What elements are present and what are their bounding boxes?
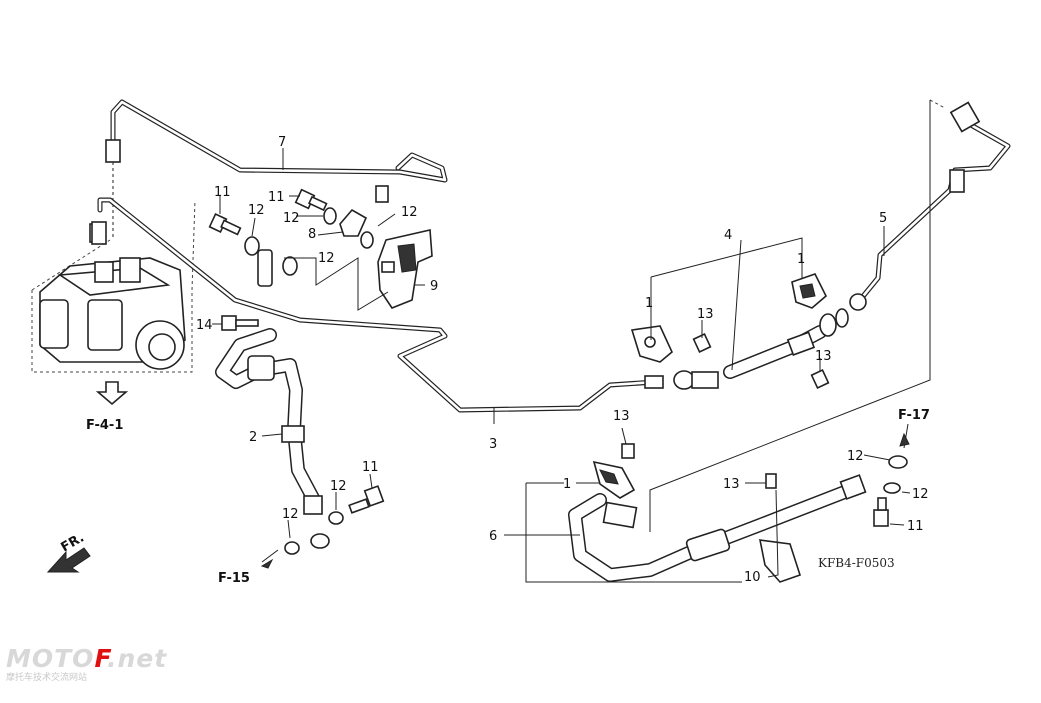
ref-f-4-1: F-4-1 — [86, 418, 123, 433]
arrow-up-icon — [899, 432, 910, 447]
part-labels: 7 11 11 12 12 8 12 12 9 14 2 3 12 12 11 … — [196, 135, 929, 585]
label-13a: 13 — [697, 307, 714, 322]
label-12c: 12 — [401, 205, 418, 220]
clamp-1b — [791, 273, 827, 309]
label-1c: 1 — [563, 477, 571, 492]
pipe-7 — [105, 99, 448, 240]
brand-highlight: F — [94, 644, 107, 673]
label-11a: 11 — [214, 185, 231, 200]
hose-4 — [673, 293, 867, 390]
label-12g: 12 — [847, 449, 864, 464]
label-12h: 12 — [912, 487, 929, 502]
arrow-down-icon — [95, 381, 129, 406]
abs-modulator — [31, 199, 196, 373]
label-2: 2 — [249, 430, 257, 445]
hardware — [208, 185, 908, 555]
label-11c: 11 — [362, 460, 379, 475]
brand-prefix: MOTO — [6, 644, 95, 673]
label-7: 7 — [278, 135, 286, 150]
label-4: 4 — [724, 228, 732, 243]
master-cylinder-9 — [377, 229, 433, 309]
label-11d: 11 — [907, 519, 924, 534]
pipe-3 — [91, 197, 664, 413]
watermark-brand: MOTOF.net — [6, 646, 176, 672]
brand-suffix: .net — [107, 644, 168, 673]
label-12f: 12 — [330, 479, 347, 494]
diagram-code: KFB4-F0503 — [818, 556, 895, 570]
watermark-logo: MOTOF.net 摩托车技术交流网站 — [6, 646, 176, 684]
label-13c: 13 — [613, 409, 630, 424]
clamp-1a — [630, 325, 673, 363]
label-13d: 13 — [723, 477, 740, 492]
leader-lines — [212, 100, 931, 583]
label-9: 9 — [430, 279, 438, 294]
label-12e: 12 — [282, 507, 299, 522]
label-3: 3 — [489, 437, 497, 452]
label-14: 14 — [196, 318, 213, 333]
hose-6 — [568, 474, 867, 583]
ref-f-15: F-15 — [218, 571, 250, 586]
label-12b: 12 — [283, 211, 300, 226]
label-10: 10 — [744, 570, 761, 585]
pipe-5 — [857, 99, 1011, 303]
label-12d: 12 — [318, 251, 335, 266]
label-8: 8 — [308, 227, 316, 242]
label-6: 6 — [489, 529, 497, 544]
label-11b: 11 — [268, 190, 285, 205]
hose-2 — [215, 328, 330, 549]
clamp-1c — [592, 460, 636, 499]
label-1b: 1 — [797, 252, 805, 267]
label-13b: 13 — [815, 349, 832, 364]
label-12a: 12 — [248, 203, 265, 218]
watermark-tagline: 摩托车技术交流网站 — [6, 673, 88, 683]
label-1a: 1 — [645, 296, 653, 311]
front-direction-arrow-icon — [46, 547, 91, 573]
reference-labels: F-4-1 F-15 F-17 FR. KFB4-F0503 — [59, 408, 930, 586]
label-5: 5 — [879, 211, 887, 226]
arrow-down-left-icon — [260, 558, 274, 569]
ref-f-17: F-17 — [898, 408, 930, 423]
